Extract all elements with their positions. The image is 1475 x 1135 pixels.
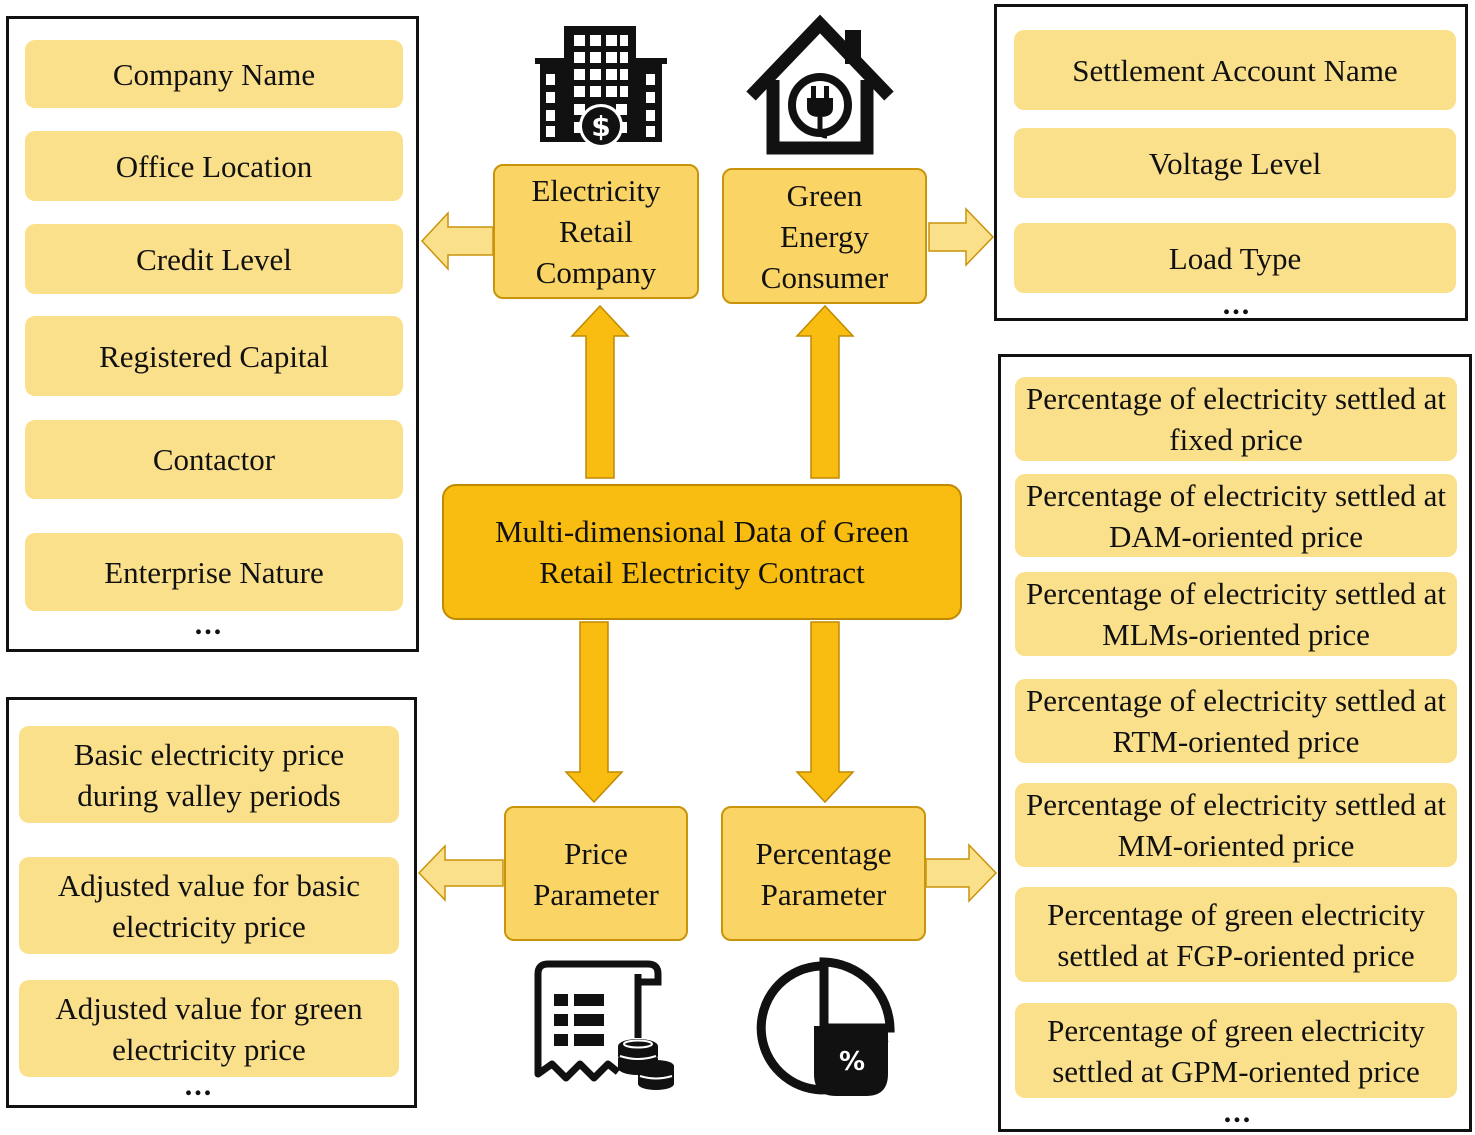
list-item: Contactor [25, 420, 403, 499]
price-parameter-node: Price Parameter [504, 806, 688, 941]
list-item: Company Name [25, 40, 403, 108]
list-item: Load Type [1014, 223, 1456, 293]
enterprise-info-panel: Company Name Office Location Credit Leve… [6, 16, 419, 652]
svg-text:$: $ [591, 110, 610, 143]
arrow-percentage-to-right-panel [925, 843, 998, 903]
list-item: Voltage Level [1014, 128, 1456, 198]
list-item: Percentage of green electricity settled … [1015, 1003, 1457, 1098]
arrow-price-to-left-panel [417, 844, 504, 902]
consumer-info-panel: Settlement Account Name Voltage Level Lo… [994, 4, 1468, 321]
list-item: Registered Capital [25, 316, 403, 396]
list-item: Credit Level [25, 224, 403, 294]
arrow-center-to-consumer [795, 304, 855, 479]
retail-company-node: Electricity Retail Company [493, 164, 699, 299]
percentage-parameter-node: Percentage Parameter [721, 806, 926, 941]
consumer-node: Green Energy Consumer [722, 168, 927, 304]
list-item: Percentage of electricity settled at fix… [1015, 377, 1457, 461]
list-item: Office Location [25, 131, 403, 201]
arrow-center-to-percentage [795, 621, 855, 804]
list-item: Percentage of electricity settled at MM-… [1015, 783, 1457, 867]
list-item: Percentage of electricity settled at DAM… [1015, 474, 1457, 557]
list-item: Percentage of electricity settled at RTM… [1015, 679, 1457, 763]
list-item: Percentage of green electricity settled … [1015, 887, 1457, 982]
price-parameter-panel: Basic electricity price during valley pe… [6, 697, 417, 1108]
list-item: Percentage of electricity settled at MLM… [1015, 572, 1457, 656]
arrow-consumer-to-right-panel [928, 207, 995, 267]
more-ellipsis: ... [1222, 288, 1252, 321]
more-ellipsis: ... [1223, 1096, 1253, 1129]
percentage-parameter-panel: Percentage of electricity settled at fix… [998, 354, 1472, 1132]
invoice-coins-icon [534, 960, 674, 1090]
list-item: Adjusted value for green electricity pri… [19, 980, 399, 1077]
house-plug-icon [746, 14, 894, 155]
center-node: Multi-dimensional Data of Green Retail E… [442, 484, 962, 620]
office-building-dollar-icon: $ [535, 26, 667, 148]
list-item: Adjusted value for basic electricity pri… [19, 857, 399, 954]
arrow-retail-to-left-panel [420, 211, 494, 271]
list-item: Enterprise Nature [25, 533, 403, 611]
arrow-center-to-price [564, 621, 624, 804]
pie-chart-percent-icon: % [756, 957, 895, 1096]
percent-symbol: % [839, 1047, 865, 1077]
list-item: Settlement Account Name [1014, 30, 1456, 110]
more-ellipsis: ... [194, 608, 224, 641]
arrow-center-to-retail [570, 304, 630, 479]
list-item: Basic electricity price during valley pe… [19, 726, 399, 823]
more-ellipsis: ... [184, 1069, 214, 1102]
